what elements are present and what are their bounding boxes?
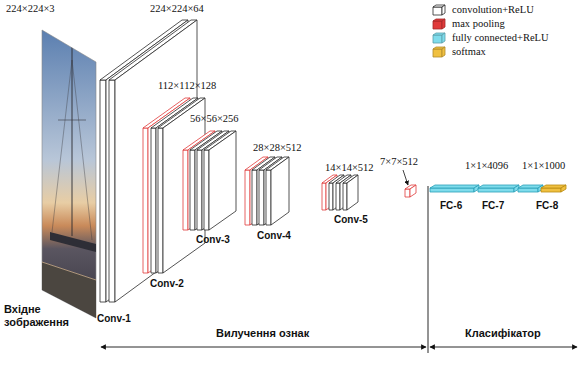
layer-face [197,150,202,230]
conv-layer [266,157,289,225]
conv-layer [109,20,197,302]
layer-face [343,183,347,210]
image-frame [42,30,96,318]
legend-row: convolution+ReLU [432,4,534,17]
pier-edge [42,262,96,280]
layer-label: Conv-4 [257,230,291,242]
span-arrow [101,347,426,348]
fc-layer [430,185,479,192]
input-image [42,30,96,318]
swatch-face [442,19,445,29]
yard [58,120,86,121]
swatch-face [433,21,442,29]
layer-face [158,128,163,273]
layer-face [541,188,561,192]
swatch-face [442,47,445,57]
layer-face [322,183,326,210]
rigging [52,60,72,232]
input-label: Вхідне зображення [4,303,76,329]
dimension-label: 7×7×512 [380,156,418,169]
legend-swatch [432,4,447,16]
swatch-face [442,5,445,15]
layer-face [271,157,289,225]
section-divider [428,186,429,353]
legend-text: convolution+ReLU [452,4,534,17]
conv-layer [158,98,205,273]
legend-swatch [432,46,447,58]
layer-face [252,170,257,225]
layer-label: Conv-2 [150,278,184,290]
dimension-label: 28×28×512 [253,142,302,155]
dimension-label: 224×224×3 [6,3,55,16]
layer-face [143,128,148,273]
swatch-face [433,7,442,15]
layer-face [109,80,115,302]
swatch-face [433,49,442,57]
layer-face [100,80,106,302]
layer-label: FC-8 [536,200,558,212]
layer-face [430,185,479,188]
layer-face [151,128,156,273]
pool-layer [405,185,416,197]
layer-face [336,183,340,210]
layer-face [183,150,188,230]
image-content [42,40,96,318]
legend-row: softmax [432,46,486,59]
layer-label: Conv-1 [97,313,131,325]
layer-face [163,98,205,273]
legend-text: softmax [452,46,486,59]
layer-face [347,175,358,210]
layer-label: Conv-3 [196,234,230,246]
layer-face [245,170,250,225]
layer-face [405,189,410,197]
conv-layer [204,131,236,230]
fc-layer [518,185,543,192]
layer-face [329,183,333,210]
legend-row: max pooling [432,18,505,31]
layer-label: FC-7 [482,200,504,212]
layer-face [410,185,416,197]
span-arrow [430,347,577,348]
layer-face [204,150,209,230]
layer-face [561,185,566,192]
layer-face [209,131,236,230]
legend-swatch [432,18,447,30]
dimension-label: 112×112×128 [158,80,216,93]
legend-swatch [432,32,447,44]
layer-face [115,20,197,302]
legend-row: fully connected+ReLU [432,32,549,45]
hull [50,232,96,252]
soft-layer [541,185,566,192]
layer-label: FC-6 [440,200,462,212]
section-label: Вилучення ознак [216,327,309,340]
dimension-label: 14×14×512 [325,162,374,175]
layer-face [190,150,195,230]
layer-label: Conv-5 [334,214,368,226]
pier [42,262,96,318]
dimension-label: 1×1×1000 [522,160,565,173]
rigging [72,60,92,240]
layer-face [478,188,514,192]
legend-text: fully connected+ReLU [452,32,549,45]
fc-layer [478,185,519,192]
layer-face [259,170,264,225]
swatch-face [442,33,445,43]
mast [72,40,73,236]
legend-text: max pooling [452,18,505,31]
dimension-label: 224×224×64 [150,3,204,16]
section-label: Класифікатор [465,327,541,340]
pointer-arrow [403,170,408,185]
layer-face [478,185,519,188]
dimension-label: 56×56×256 [190,113,239,126]
conv-layer [343,175,358,210]
layer-face [518,188,538,192]
layer-face [430,188,474,192]
layer-face [266,170,271,225]
swatch-face [433,35,442,43]
dimension-label: 1×1×4096 [465,160,508,173]
